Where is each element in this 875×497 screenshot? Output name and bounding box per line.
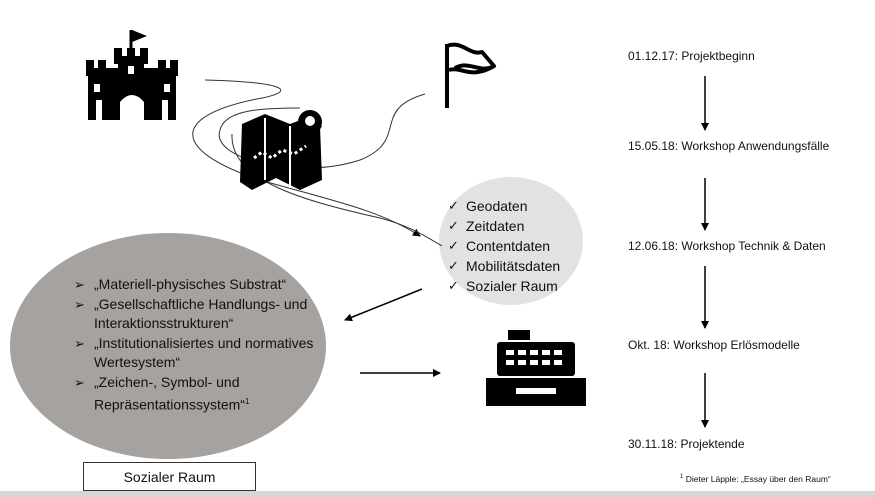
data-types-list: ✓Geodaten ✓Zeitdaten ✓Contentdaten ✓Mobi… [448,196,560,296]
check-icon: ✓ [448,258,459,273]
list-item: ✓Contentdaten [448,238,551,254]
arrow-bullet-icon: ➢ [74,335,85,351]
list-item: ➢„Gesellschaftliche Handlungs- und Inter… [74,295,319,334]
arrow-bullet-icon: ➢ [74,277,85,292]
list-item: ➢„Institutionalisiertes und normatives W… [74,334,319,373]
route-line [192,79,421,237]
list-item: ✓Zeitdaten [448,218,525,234]
cash-register-icon [486,330,586,406]
list-item: ➢„Materiell-physisches Substrat“ [74,275,319,295]
timeline-item-workshop-usecases: 15.05.18: Workshop Anwendungsfälle [628,139,830,153]
timeline-item-workshop-revenue: Okt. 18: Workshop Erlösmodelle [628,338,800,352]
map-pin-icon [240,110,322,190]
bottom-bar [0,491,875,497]
check-icon: ✓ [448,218,459,233]
social-space-label: Sozialer Raum [83,462,256,491]
arrow-circle-to-ellipse [344,288,423,322]
footnote-marker: 1 [244,397,250,406]
check-icon: ✓ [448,198,459,213]
list-item: ➢„Zeichen-, Symbol- und Repräsentationss… [74,373,319,416]
data-types-circle [439,177,583,305]
footnote: 1 Dieter Läpple: „Essay über den Raum“ [680,474,831,484]
check-icon: ✓ [448,238,459,253]
list-item: ✓Mobilitätsdaten [448,258,561,274]
list-item: ✓Sozialer Raum [448,278,558,294]
arrow-bullet-icon: ➢ [74,296,85,312]
social-space-ellipse [10,233,326,459]
arrow-bullet-icon: ➢ [74,374,85,390]
timeline-item-start: 01.12.17: Projektbeginn [628,49,755,63]
check-icon: ✓ [448,278,459,293]
timeline-item-end: 30.11.18: Projektende [628,437,745,451]
space-dimensions-list: ➢„Materiell-physisches Substrat“ ➢„Gesel… [74,275,319,415]
timeline-item-workshop-tech: 12.06.18: Workshop Technik & Daten [628,239,826,253]
list-item: ✓Geodaten [448,198,528,214]
castle-details [94,66,170,120]
flag-icon [445,42,496,108]
